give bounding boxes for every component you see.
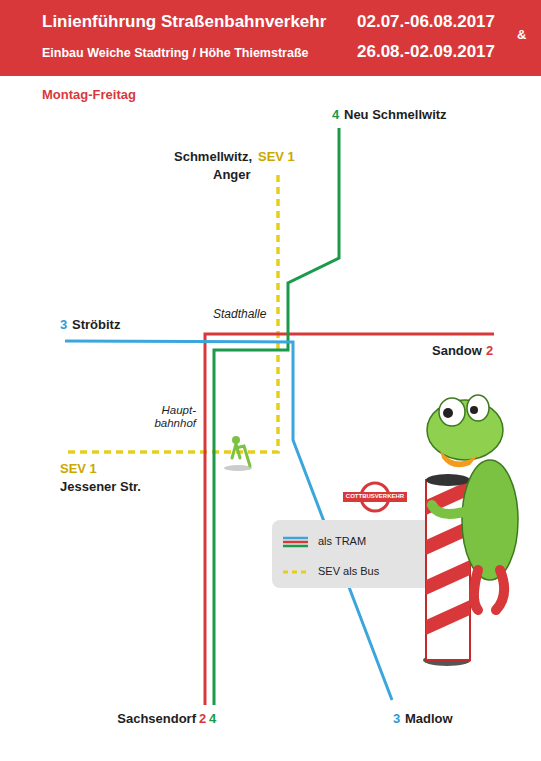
stop-name: Stadthalle [213,308,266,322]
header-band [0,0,541,76]
stop-name: Haupt- bahnhof [140,404,196,430]
legend-sample-red [283,541,308,544]
tram-line-2 [205,334,494,705]
sev-bus-route [65,175,278,452]
line-number: 2 [486,344,493,359]
line-number: SEV 1 [258,150,295,165]
line-number: 4 [209,712,216,727]
date-range: 02.07.-06.08.2017 [357,12,495,32]
line-number: 3 [60,318,67,333]
subtitle: Einbau Weiche Stadtring / Höhe Thiemstra… [42,46,308,60]
terminus-name: Madlow [405,712,453,727]
frog-mascot [427,395,518,610]
service-days: Montag-Freitag [42,88,136,103]
stop-name: Schmellwitz, [174,150,252,165]
terminus-name: Neu Schmellwitz [344,108,447,123]
legend-text: SEV als Bus [318,565,379,578]
line-number: 2 [199,712,206,727]
date-range: 26.08.-02.09.2017 [357,42,495,62]
line-number: SEV 1 [60,462,97,477]
legend-sample-blue [283,537,308,540]
terminus-name: Sachsendorf [117,712,196,727]
ampersand: & [517,28,526,43]
tram-line-4 [214,128,339,705]
terminus-name: Jessener Str. [60,480,141,495]
company-logo [343,483,407,511]
stop-name: Anger [213,168,251,183]
construction-worker-symbol [224,436,252,471]
line-number: 3 [393,712,400,727]
logo-text: COTTBUSVERKEHR [346,493,404,500]
legend-sample-dashed [283,571,308,574]
map-title: Linienführung Straßenbahnverkehr [42,12,326,32]
terminus-name: Ströbitz [72,318,120,333]
legend-sample-green [283,545,308,548]
line-number: 4 [332,108,339,123]
terminus-name: Sandow [432,344,482,359]
legend-text: als TRAM [318,535,366,548]
